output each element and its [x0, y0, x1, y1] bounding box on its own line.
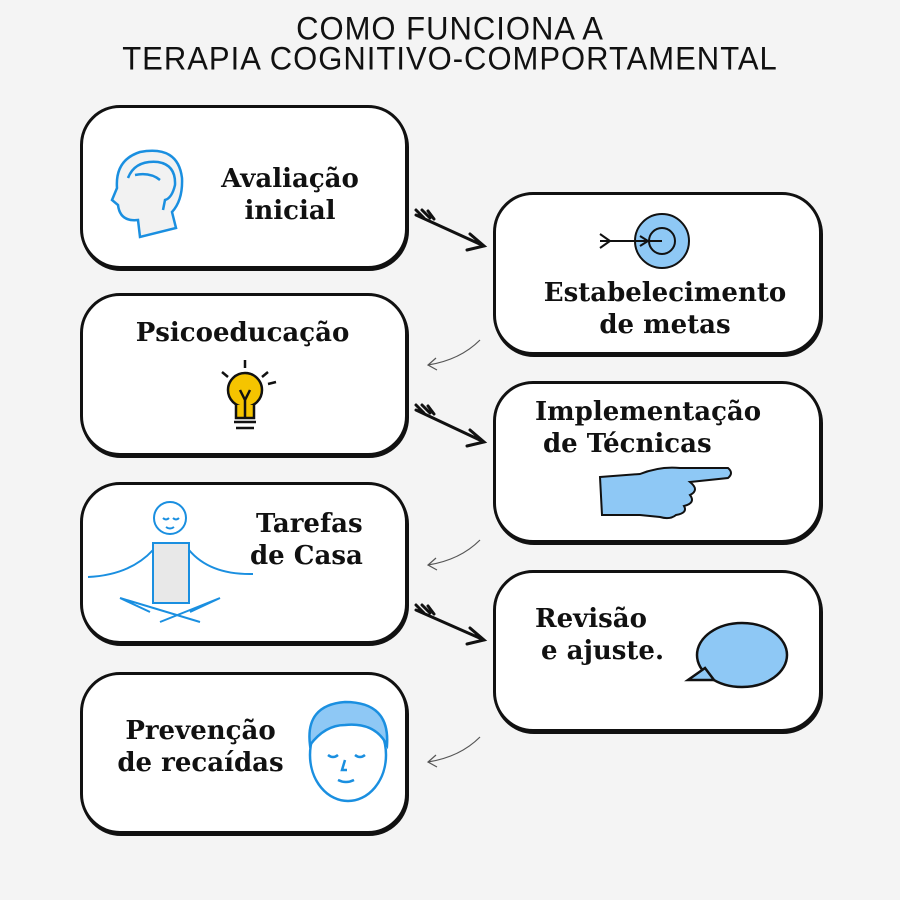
- bold-arrow: [414, 403, 488, 448]
- pointing-hand-icon: [598, 466, 732, 520]
- label-line: Tarefas: [256, 509, 363, 539]
- title-line-2: TERAPIA COGNITIVO-COMPORTAMENTAL: [122, 40, 778, 77]
- label-line: Psicoeducação: [135, 318, 350, 348]
- label-line: Revisão: [535, 604, 647, 634]
- target-arrow-icon: [599, 213, 690, 269]
- label-line: Implementação: [535, 397, 762, 427]
- label-line: Estabelecimento: [543, 278, 787, 308]
- label-line: e ajuste.: [541, 636, 664, 666]
- label-line: de recaídas: [117, 748, 284, 778]
- label-line: de Técnicas: [543, 429, 712, 459]
- speech-bubble-icon: [684, 621, 789, 689]
- calm-face-icon: [308, 700, 389, 803]
- thin-curved-arrow: [426, 339, 481, 768]
- head-brain-icon: [110, 149, 184, 239]
- meditation-icon: [87, 501, 254, 623]
- step-box-homework: [80, 482, 408, 644]
- step-label: Psicoeducação: [120, 317, 365, 349]
- label-line: de metas: [599, 310, 731, 340]
- label-line: inicial: [244, 196, 336, 226]
- label-line: Avaliação: [221, 164, 359, 194]
- bold-arrow: [414, 208, 488, 252]
- label-line: de Casa: [250, 541, 363, 571]
- label-line: Prevenção: [125, 716, 276, 746]
- bold-arrow: [414, 603, 488, 646]
- title-line-1: COMO FUNCIONA A: [296, 10, 604, 47]
- lightbulb-icon: [221, 360, 277, 430]
